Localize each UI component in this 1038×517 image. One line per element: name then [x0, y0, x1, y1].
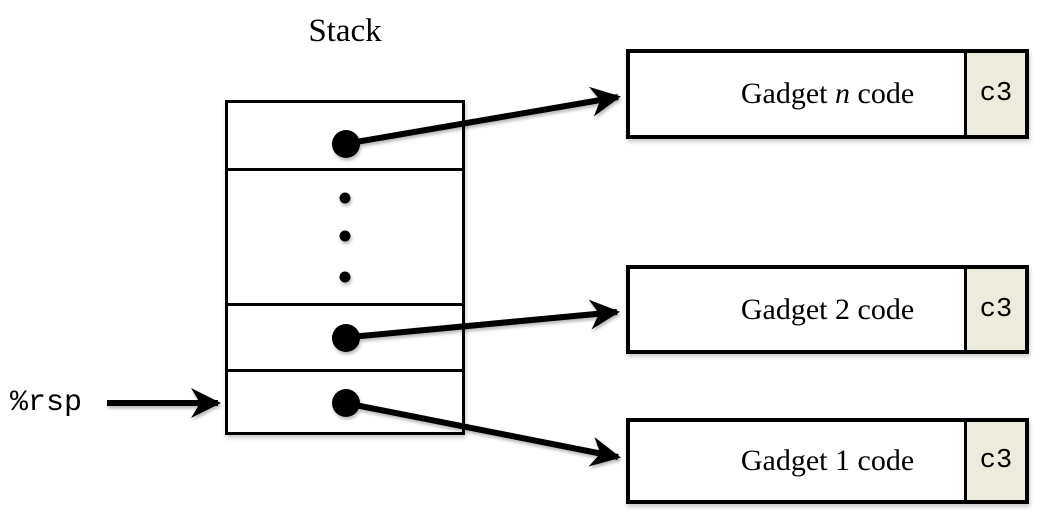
- gadget-2-ret-opcode-cell: c3: [964, 269, 1025, 350]
- gadget-1-label-prefix: Gadget: [740, 444, 835, 477]
- stack-cell-ellipsis: [228, 168, 462, 303]
- gadget-2-box: Gadget 2 code c3: [626, 265, 1029, 354]
- gadget-2-label: Gadget 2 code: [630, 269, 1025, 350]
- stack-cell-gadget-n-pointer: [228, 103, 462, 168]
- gadget-2-label-suffix: code: [850, 292, 915, 326]
- gadget-n-label-index: n: [835, 77, 850, 110]
- stack-cell-gadget-2-pointer: [228, 303, 462, 369]
- rsp-register-label: %rsp: [10, 386, 83, 420]
- gadget-n-label: Gadget n code: [630, 53, 1025, 135]
- gadget-n-label-suffix: code: [850, 77, 915, 110]
- gadget-n-label-prefix: Gadget: [740, 77, 835, 110]
- stack-cell-gadget-1-pointer: [228, 369, 462, 432]
- gadget-1-label: Gadget 1 code: [630, 422, 1025, 500]
- stack-box: [225, 100, 465, 435]
- gadget-1-box: Gadget 1 code c3: [626, 418, 1029, 504]
- gadget-1-label-suffix: code: [850, 444, 915, 477]
- gadget-n-ret-opcode-cell: c3: [964, 53, 1025, 135]
- gadget-1-label-index: 1: [835, 444, 850, 477]
- gadget-2-label-prefix: Gadget: [740, 292, 835, 326]
- gadget-1-ret-opcode-cell: c3: [964, 422, 1025, 500]
- gadget-2-label-index: 2: [835, 292, 850, 326]
- stack-title: Stack: [308, 13, 382, 49]
- gadget-n-box: Gadget n code c3: [626, 49, 1029, 139]
